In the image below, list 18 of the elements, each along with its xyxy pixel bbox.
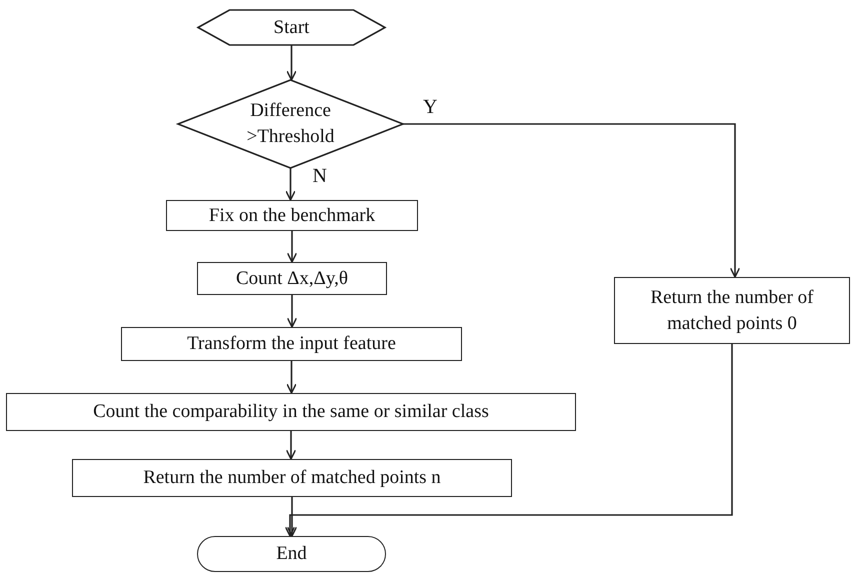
start-terminator: Start — [198, 10, 385, 45]
process-box: Return the number of matched points n — [72, 459, 512, 497]
arrow — [286, 231, 298, 263]
process-box: Fix on the benchmark — [166, 200, 418, 231]
arrow — [286, 431, 296, 460]
process-box: Return the number of matched points 0 — [614, 277, 850, 344]
process-box: Count the comparability in the same or similar class — [6, 393, 576, 431]
arrow — [403, 123, 740, 278]
process-box: Transform the input feature — [121, 327, 462, 361]
arrow — [286, 497, 298, 537]
process-box: Count Δx,Δy,θ — [197, 262, 387, 295]
arrow — [286, 45, 297, 81]
arrow — [286, 361, 297, 394]
arrow — [286, 295, 298, 328]
end-terminator: End — [197, 536, 386, 572]
arrow — [285, 168, 296, 201]
decision-diamond: Difference >Threshold — [178, 80, 403, 168]
arrow — [284, 344, 733, 537]
